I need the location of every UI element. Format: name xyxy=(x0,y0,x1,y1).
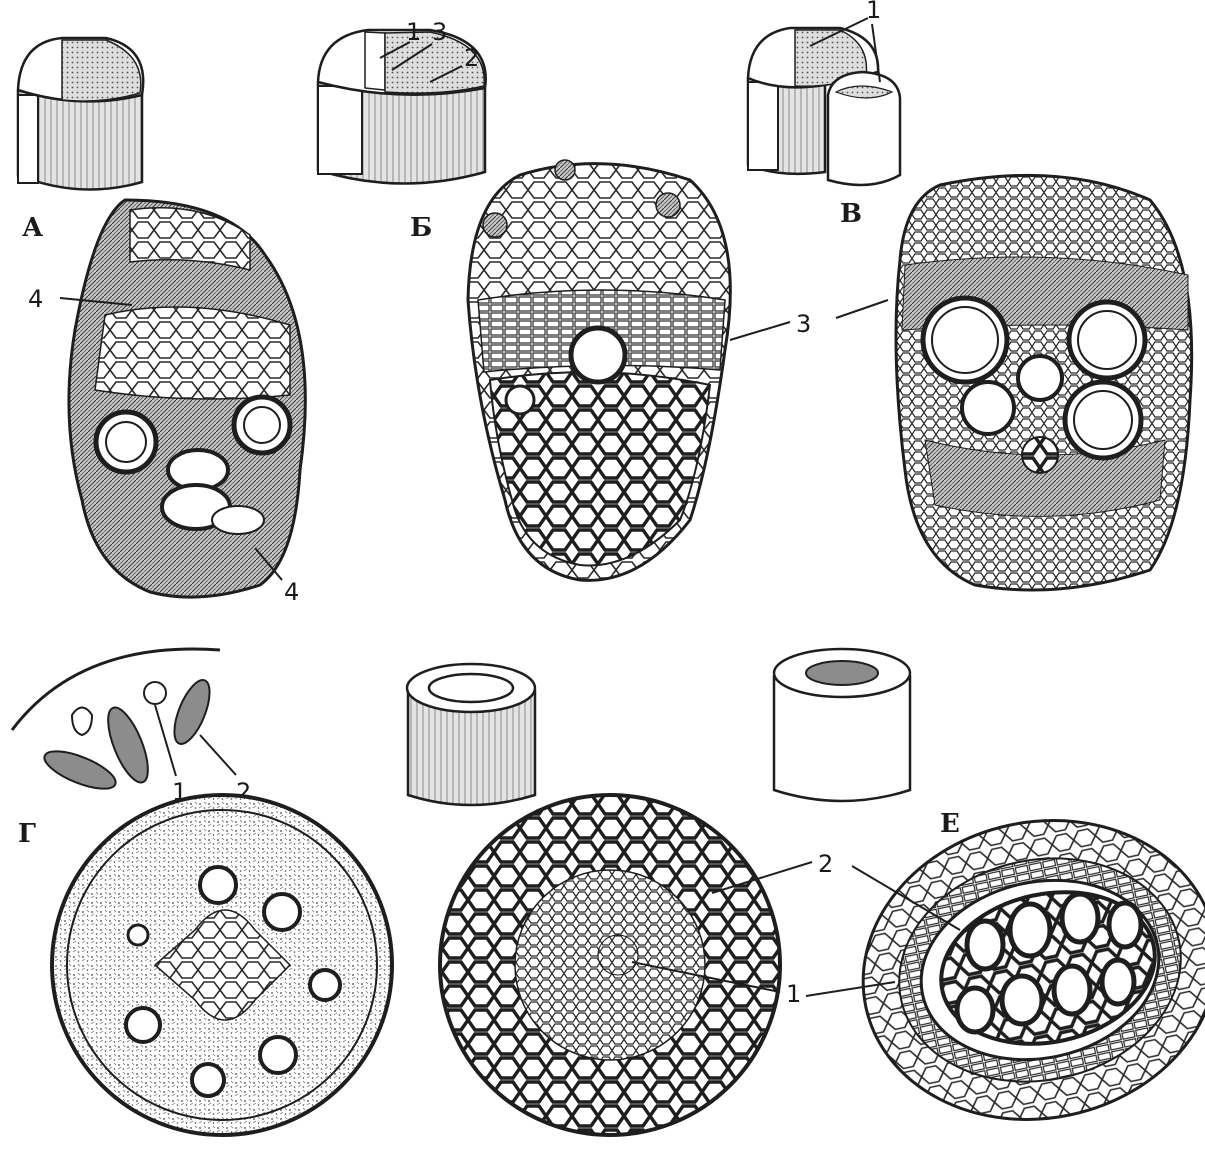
panel-d-cylinder xyxy=(407,664,535,805)
label-de-2: 2 xyxy=(818,850,833,878)
leader-bv-3-right xyxy=(836,300,888,318)
panel-letter-g: Г xyxy=(18,819,36,849)
label-a-4-top: 4 xyxy=(28,285,43,313)
panel-b-cylinder xyxy=(318,30,486,184)
panel-e-root-section xyxy=(835,788,1205,1152)
label-b-2: 2 xyxy=(464,44,479,72)
panel-letter-b: Б xyxy=(410,213,432,243)
label-v-1: 1 xyxy=(866,0,881,24)
panel-g-schematic xyxy=(12,649,220,796)
panel-e-cylinder xyxy=(774,649,910,801)
panel-g-root-section xyxy=(52,795,392,1135)
label-b-3: 3 xyxy=(432,18,447,46)
leader-g-2-up xyxy=(200,735,236,775)
label-b-1: 1 xyxy=(406,18,421,46)
panel-d-root-section xyxy=(440,795,780,1135)
panel-v-cylinder xyxy=(748,28,900,185)
panel-b-root-section xyxy=(468,160,730,580)
panel-a-stem-section xyxy=(69,200,305,597)
panel-v-root-section xyxy=(896,175,1192,590)
panel-letter-e: Е xyxy=(940,809,960,839)
leader-bv-3-left xyxy=(730,322,790,340)
panel-letter-v: В xyxy=(840,199,862,229)
label-de-1: 1 xyxy=(786,980,801,1008)
label-a-4-bottom: 4 xyxy=(284,578,299,606)
leader-g-1-up xyxy=(155,705,176,776)
label-bv-3: 3 xyxy=(796,310,811,338)
panel-a-cylinder xyxy=(18,38,143,190)
panel-letter-a: А xyxy=(22,213,43,243)
